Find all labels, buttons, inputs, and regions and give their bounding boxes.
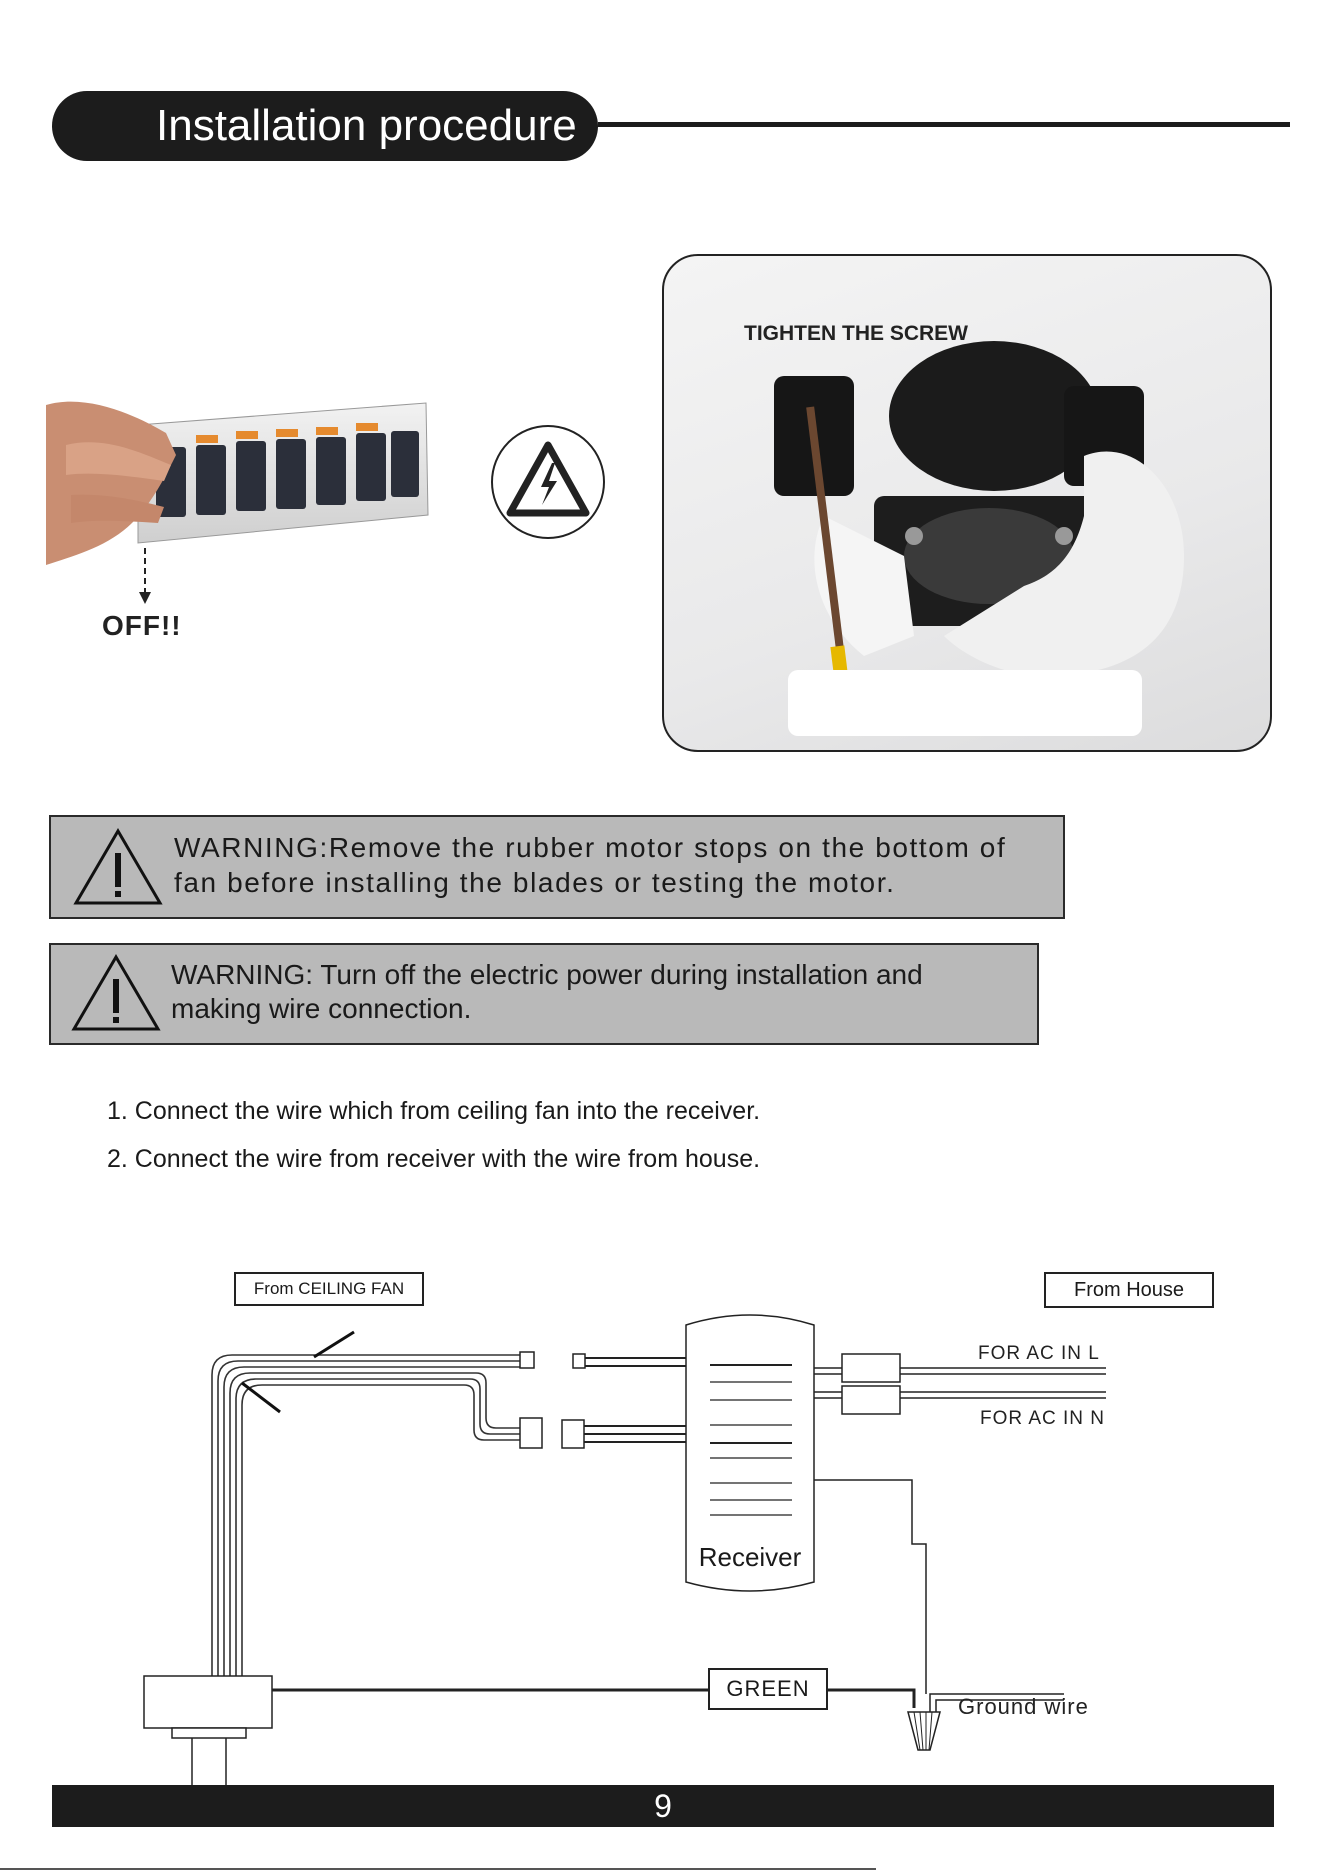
label-ac-in-l: FOR AC IN L (978, 1343, 1100, 1364)
step-1: 1. Connect the wire which from ceiling f… (107, 1097, 761, 1125)
off-label: OFF!! (102, 610, 182, 641)
mounting-bracket-illustration (774, 341, 1184, 707)
footer-bar (52, 1785, 1274, 1827)
caption-blank-box (788, 670, 1142, 736)
header-rule (598, 122, 1290, 127)
down-arrow-icon (139, 548, 151, 604)
bottom-rule (0, 1868, 876, 1870)
high-voltage-icon (491, 425, 605, 539)
section-title: Installation procedure (156, 101, 577, 150)
page-number: 9 (654, 1788, 672, 1824)
label-ground-wire: Ground wire (958, 1694, 1089, 1719)
label-from-ceiling-fan: From CEILING FAN (234, 1272, 424, 1306)
label-green-wire: GREEN (708, 1668, 828, 1710)
label-ac-in-n: FOR AC IN N (980, 1408, 1106, 1429)
warning-line: making wire connection. (171, 993, 472, 1024)
photo-caption: TIGHTEN THE SCREW (744, 322, 968, 345)
warning-triangle-icon (71, 954, 161, 1031)
wiring-diagram (143, 1314, 1106, 1785)
warning-line: fan before installing the blades or test… (174, 867, 896, 898)
label-from-house: From House (1044, 1272, 1214, 1308)
warning-triangle-icon (73, 828, 163, 905)
section-header-pill (52, 91, 598, 161)
warning-box-power-off (49, 943, 1039, 1045)
warning-text-motor-stops: WARNING:Remove the rubber motor stops on… (174, 830, 1006, 900)
warning-box-motor-stops (49, 815, 1065, 919)
warning-line: WARNING: Turn off the electric power dur… (171, 959, 923, 990)
step-2: 2. Connect the wire from receiver with t… (107, 1145, 761, 1173)
tighten-screw-photo (662, 254, 1272, 752)
label-receiver: Receiver (698, 1542, 802, 1572)
warning-text-power-off: WARNING: Turn off the electric power dur… (171, 958, 923, 1026)
warning-line: WARNING:Remove the rubber motor stops on… (174, 832, 1007, 863)
circuit-breaker-photo (46, 401, 429, 565)
